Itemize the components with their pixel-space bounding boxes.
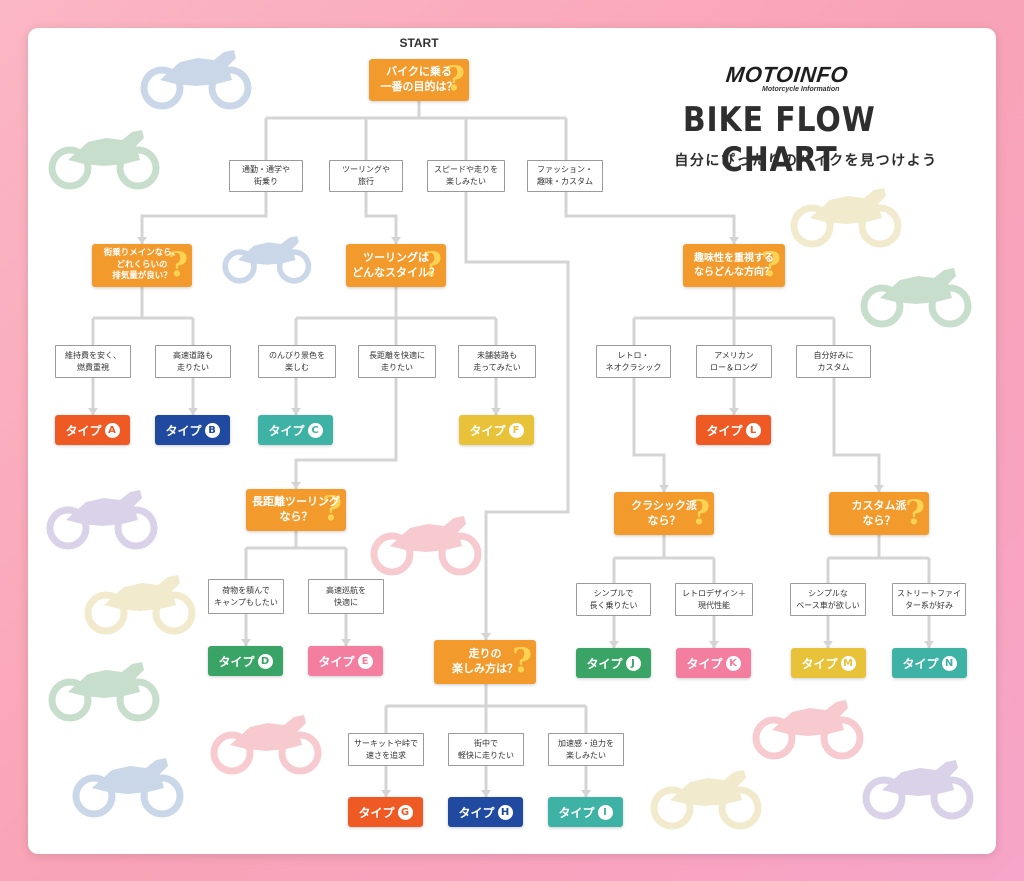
answer-city-light: 街中で 軽快に走りたい — [448, 733, 524, 766]
question-text: 趣味性を重視する ならどんな方向？ — [694, 253, 774, 278]
answer-american: アメリカン ロー＆ロング — [696, 345, 772, 378]
answer-retro: レトロ・ ネオクラシック — [596, 345, 671, 378]
question-mark-icon: ? — [512, 641, 532, 682]
answer-camping: 荷物を積んで キャンプもしたい — [208, 579, 284, 614]
question-text: クラシック派 なら？ — [631, 498, 697, 527]
question-riding-fun: ? 走りの 楽しみ方は？ — [434, 640, 536, 684]
type-label: タイプ — [318, 654, 355, 669]
question-mark-icon: ? — [445, 59, 465, 100]
type-label: タイプ — [801, 656, 838, 671]
answer-cruising: 高速巡航を 快適に — [308, 579, 384, 614]
answer-fuel-economy: 維持費を安く、 燃費重視 — [55, 345, 131, 378]
type-letter-badge: B — [204, 422, 220, 438]
question-mark-icon: ? — [322, 489, 342, 530]
answer-scenery: のんびり景色を 楽しむ — [258, 345, 336, 378]
answer-highway: 高速道路も 走りたい — [155, 345, 231, 378]
type-letter-badge: H — [497, 804, 513, 820]
question-touring-style: ? ツーリングは どんなスタイル？ — [346, 244, 446, 287]
type-letter-badge: F — [508, 422, 524, 438]
question-text: 長距離ツーリング なら？ — [252, 495, 340, 523]
answer-streetfighter: ストリートファイ ター系が好み — [892, 583, 966, 616]
question-long-distance: ? 長距離ツーリング なら？ — [246, 489, 346, 531]
type-label: タイプ — [686, 656, 723, 671]
question-custom: ? カスタム派 なら？ — [829, 492, 929, 535]
start-label: START — [399, 36, 439, 50]
answer-speed: スピードや走りを 楽しみたい — [427, 160, 505, 192]
logo: MOTOINFO — [724, 62, 850, 87]
answer-fashion: ファッション・ 趣味・カスタム — [527, 160, 603, 192]
question-purpose: ? バイクに乗る 一番の目的は？ — [369, 59, 469, 101]
type-letter-badge: L — [745, 422, 761, 438]
type-letter-badge: N — [941, 655, 957, 671]
type-letter-badge: J — [625, 655, 641, 671]
question-mark-icon: ? — [422, 244, 442, 285]
question-mark-icon: ? — [690, 492, 710, 533]
type-label: タイプ — [65, 423, 102, 438]
type-label: タイプ — [586, 656, 623, 671]
type-label: タイプ — [706, 423, 743, 438]
question-text: 走りの 楽しみ方は？ — [452, 647, 518, 675]
type-letter-badge: D — [257, 653, 273, 669]
answer-offroad: 未舗装路も 走ってみたい — [458, 345, 536, 378]
answer-custom: 自分好みに カスタム — [796, 345, 871, 378]
type-label: タイプ — [268, 423, 305, 438]
question-text: カスタム派 なら？ — [851, 498, 907, 527]
type-label: タイプ — [902, 656, 939, 671]
question-displacement: ? 街乗りメインなら、 どれくらいの 排気量が良い？ — [92, 244, 192, 287]
type-letter-badge: M — [840, 655, 856, 671]
answer-long-comfort: 長距離を快適に 走りたい — [358, 345, 436, 378]
type-letter-badge: K — [725, 655, 741, 671]
type-letter-badge: C — [307, 422, 323, 438]
answer-acceleration: 加速感・迫力を 楽しみたい — [548, 733, 624, 766]
question-mark-icon: ? — [905, 492, 925, 533]
answer-retro-modern: レトロデザイン＋ 現代性能 — [675, 583, 753, 616]
type-letter-badge: A — [104, 422, 120, 438]
page-title: BIKE FLOW CHART — [682, 100, 876, 180]
type-label: タイプ — [458, 805, 495, 820]
type-label: タイプ — [558, 805, 595, 820]
type-label: タイプ — [165, 423, 202, 438]
logo-subtitle: Motorcycle Information — [762, 86, 840, 93]
page-subtitle: 自分にぴったりのバイクを見つけよう — [674, 153, 938, 169]
question-hobby-direction: ? 趣味性を重視する ならどんな方向？ — [683, 244, 785, 287]
answer-commute: 通勤・通学や 街乗り — [229, 160, 303, 192]
question-classic: ? クラシック派 なら？ — [614, 492, 714, 535]
answer-touring: ツーリングや 旅行 — [329, 160, 403, 192]
question-text: 街乗りメインなら、 どれくらいの 排気量が良い？ — [103, 248, 181, 282]
question-text: ツーリングは どんなスタイル？ — [352, 250, 440, 279]
question-text: バイクに乗る 一番の目的は？ — [380, 65, 458, 93]
answer-simple-base: シンプルな ベース車が欲しい — [790, 583, 866, 616]
type-letter-badge: G — [397, 804, 413, 820]
type-letter-badge: E — [357, 653, 373, 669]
answer-simple-long: シンプルで 長く乗りたい — [576, 583, 651, 616]
type-label: タイプ — [469, 423, 506, 438]
type-label: タイプ — [218, 654, 255, 669]
type-label: タイプ — [358, 805, 395, 820]
question-mark-icon: ? — [168, 244, 188, 285]
type-letter-badge: I — [597, 804, 613, 820]
answer-circuit: サーキットや峠で 速さを追求 — [348, 733, 424, 766]
question-mark-icon: ? — [761, 244, 781, 285]
